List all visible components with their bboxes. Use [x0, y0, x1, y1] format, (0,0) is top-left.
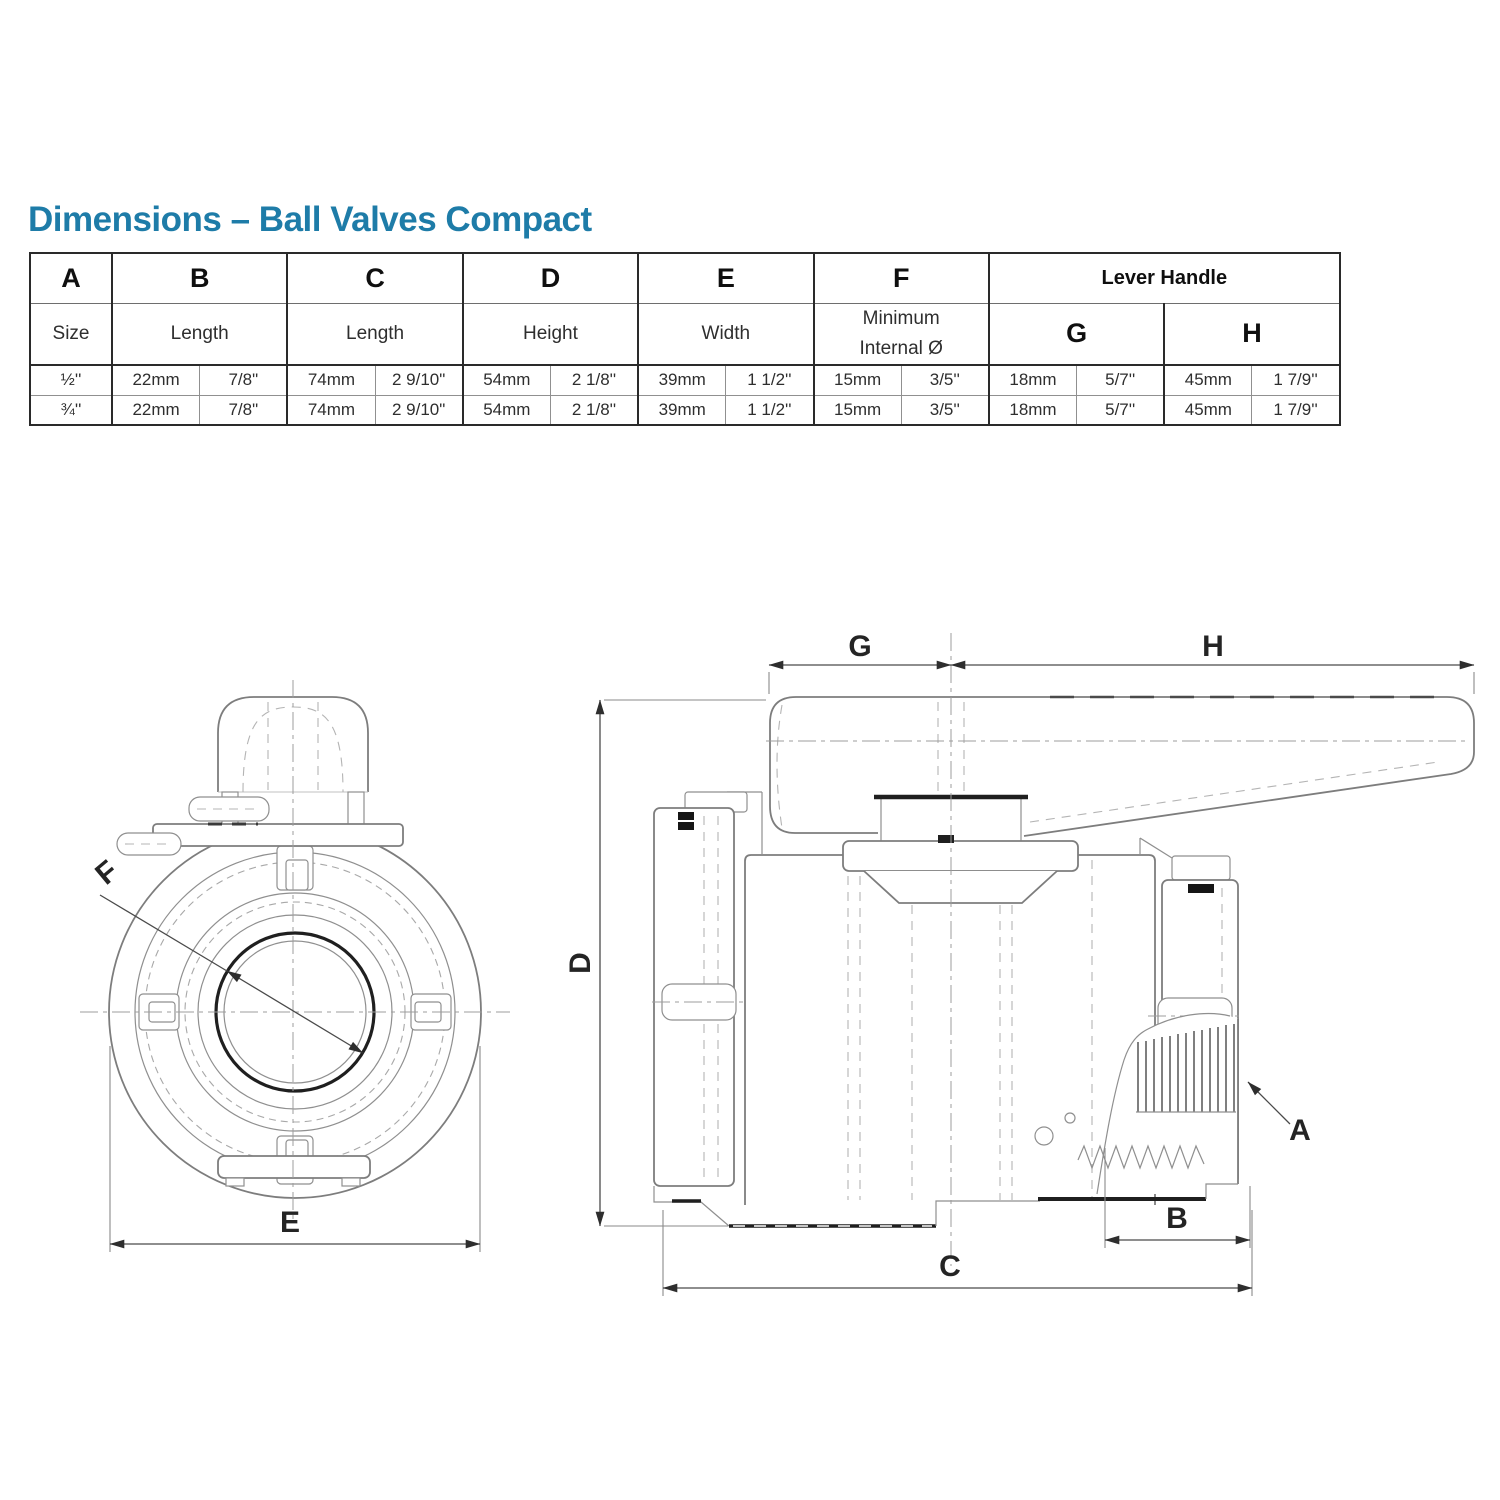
table-cell: 2 1/8'' — [549, 394, 639, 426]
col-header-C: C — [286, 252, 464, 304]
page-title: Dimensions – Ball Valves Compact — [28, 200, 592, 239]
table-cell: 18mm — [987, 364, 1078, 396]
table-cell: ¾'' — [29, 394, 113, 426]
dimension-E: E — [109, 1046, 481, 1252]
dimension-D: D — [564, 699, 766, 1227]
subheader-size: Size — [29, 302, 113, 366]
top-mounting-plate — [116, 796, 404, 856]
table-cell: 22mm — [111, 364, 201, 396]
table-cell: 3/5'' — [900, 394, 990, 426]
dim-label-C: C — [939, 1250, 961, 1283]
stem-block — [874, 794, 1028, 841]
side-view: G H D A B — [564, 630, 1475, 1296]
table-cell: 15mm — [812, 394, 902, 426]
col-header-B: B — [110, 252, 288, 304]
dimension-C: C — [662, 1210, 1253, 1296]
subheader-H: H — [1163, 302, 1341, 366]
dim-label-H: H — [1202, 630, 1224, 663]
dimensions-table: A B C D E F Lever Handle Size Length Len… — [29, 252, 1341, 426]
col-header-lever-handle: Lever Handle — [987, 252, 1341, 304]
valve-body-rings — [108, 825, 482, 1199]
table-cell: 1 7/9'' — [1251, 394, 1341, 426]
table-cell: 22mm — [111, 394, 201, 426]
subheader-length-b: Length — [110, 302, 288, 366]
table-row-three-quarter-inch: ¾'' 22mm 7/8" 74mm 2 9/10" 54mm 2 1/8'' … — [29, 394, 1341, 426]
valve-body-side — [726, 791, 1173, 1205]
subheader-width: Width — [637, 302, 815, 366]
dim-label-A: A — [1289, 1114, 1311, 1147]
table-cell: 18mm — [987, 394, 1078, 426]
table-cell: 39mm — [637, 394, 727, 426]
mounting-tabs — [138, 845, 452, 1185]
table-cell: 7/8" — [199, 394, 288, 426]
subheader-height: Height — [461, 302, 639, 366]
table-cell: 7/8" — [199, 364, 288, 396]
table-cell: 5/7'' — [1076, 394, 1165, 426]
dim-label-F: F — [89, 854, 124, 891]
table-cell: 1 1/2'' — [725, 394, 815, 426]
col-header-A: A — [29, 252, 113, 304]
dim-label-G: G — [848, 630, 871, 663]
front-centerlines — [80, 680, 510, 1224]
bottom-profile — [653, 1183, 1238, 1228]
side-centerlines — [766, 633, 1470, 1266]
stem-flange — [842, 835, 1079, 904]
dimension-A: A — [1247, 1081, 1311, 1147]
table-subheader-row: Size Length Length Height Width Minimum … — [29, 302, 1341, 366]
table-cell: 5/7'' — [1076, 364, 1165, 396]
table-cell: 45mm — [1163, 394, 1253, 426]
dim-label-D: D — [564, 952, 597, 974]
table-cell: 74mm — [286, 364, 376, 396]
handle-knob-front — [217, 696, 369, 831]
table-cell: 2 9/10" — [374, 364, 464, 396]
table-cell: 54mm — [461, 394, 551, 426]
dimension-F: F — [89, 854, 364, 1054]
dimension-H: H — [950, 630, 1475, 694]
left-union-nut — [652, 791, 748, 1187]
lever-handle-side — [769, 695, 1475, 837]
dim-label-E: E — [280, 1206, 300, 1239]
table-cell: 39mm — [637, 364, 727, 396]
col-header-F: F — [812, 252, 990, 304]
dimension-B: B — [1104, 1148, 1251, 1248]
table-cell: 2 1/8'' — [549, 364, 639, 396]
right-union-nut — [1148, 855, 1244, 1185]
subheader-G: G — [987, 302, 1165, 366]
female-threads — [1136, 1024, 1236, 1113]
dim-label-B: B — [1166, 1202, 1188, 1235]
table-header-row: A B C D E F Lever Handle — [29, 252, 1341, 304]
table-cell: 2 9/10" — [374, 394, 464, 426]
col-header-E: E — [637, 252, 815, 304]
dimension-G: G — [768, 630, 952, 694]
table-cell: 74mm — [286, 394, 376, 426]
thread-cutaway — [1034, 1012, 1239, 1195]
table-cell: 45mm — [1163, 364, 1253, 396]
subheader-length-c: Length — [286, 302, 464, 366]
table-cell: 54mm — [461, 364, 551, 396]
table-cell: 1 1/2'' — [725, 364, 815, 396]
subheader-min-internal-diameter: Minimum Internal Ø — [812, 302, 990, 366]
table-cell: 15mm — [812, 364, 902, 396]
table-row-half-inch: ½'' 22mm 7/8" 74mm 2 9/10" 54mm 2 1/8'' … — [29, 364, 1341, 396]
table-cell: 3/5'' — [900, 364, 990, 396]
table-cell: 1 7/9'' — [1251, 364, 1341, 396]
front-view: F E — [80, 680, 510, 1252]
bottom-plate — [217, 1155, 371, 1187]
col-header-D: D — [461, 252, 639, 304]
table-cell: ½'' — [29, 364, 113, 396]
